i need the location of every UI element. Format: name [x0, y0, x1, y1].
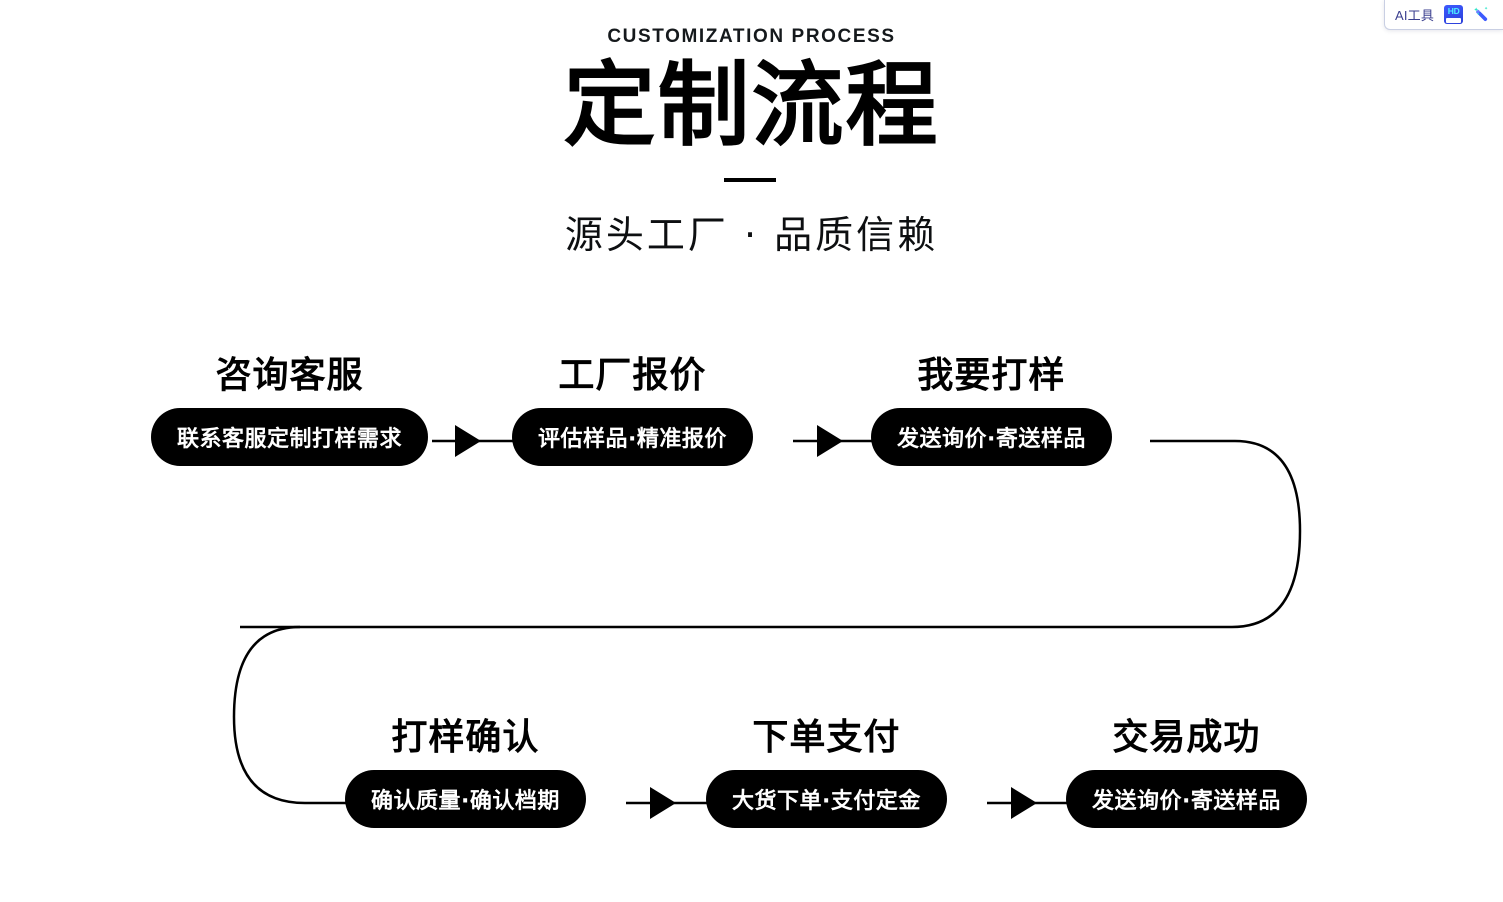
flow-step-6[interactable]: 交易成功 发送询价·寄送样品: [1066, 708, 1307, 828]
magic-wand-icon[interactable]: [1473, 5, 1492, 24]
flow-step-6-title: 交易成功: [1112, 717, 1261, 758]
flow-step-3-title: 我要打样: [917, 355, 1066, 396]
flow-step-5-title: 下单支付: [752, 717, 901, 758]
flow-step-2-pill[interactable]: 评估样品·精准报价: [512, 408, 753, 466]
flow-step-5[interactable]: 下单支付 大货下单·支付定金: [706, 708, 947, 828]
flow-step-2[interactable]: 工厂报价 评估样品·精准报价: [512, 346, 753, 466]
flow-step-1[interactable]: 咨询客服 联系客服定制打样需求: [151, 346, 429, 466]
flow-step-1-title: 咨询客服: [215, 355, 364, 396]
flow-step-4-title: 打样确认: [391, 717, 540, 758]
page-eyebrow: CUSTOMIZATION PROCESS: [607, 26, 896, 47]
title-divider: [724, 178, 776, 182]
flow-step-4[interactable]: 打样确认 确认质量·确认档期: [345, 708, 586, 828]
hd-badge-text: HD: [1447, 6, 1460, 16]
flow-step-4-pill[interactable]: 确认质量·确认档期: [345, 770, 586, 828]
flow-step-1-pill[interactable]: 联系客服定制打样需求: [151, 408, 429, 466]
flow-step-2-title: 工厂报价: [558, 355, 707, 396]
flow-step-3[interactable]: 我要打样 发送询价·寄送样品: [871, 346, 1112, 466]
ai-tools-label: AI工具: [1395, 8, 1435, 23]
flow-step-3-pill[interactable]: 发送询价·寄送样品: [871, 408, 1112, 466]
ai-tools-widget[interactable]: AI工具 HD: [1384, 0, 1503, 30]
page-title: 定制流程: [563, 52, 940, 159]
hd-badge-icon[interactable]: HD: [1444, 5, 1464, 24]
flow-step-5-pill[interactable]: 大货下单·支付定金: [706, 770, 947, 828]
flow-step-6-pill[interactable]: 发送询价·寄送样品: [1066, 770, 1307, 828]
page-subtitle: 源头工厂 · 品质信赖: [564, 213, 939, 257]
hd-badge-base: [1446, 17, 1462, 23]
